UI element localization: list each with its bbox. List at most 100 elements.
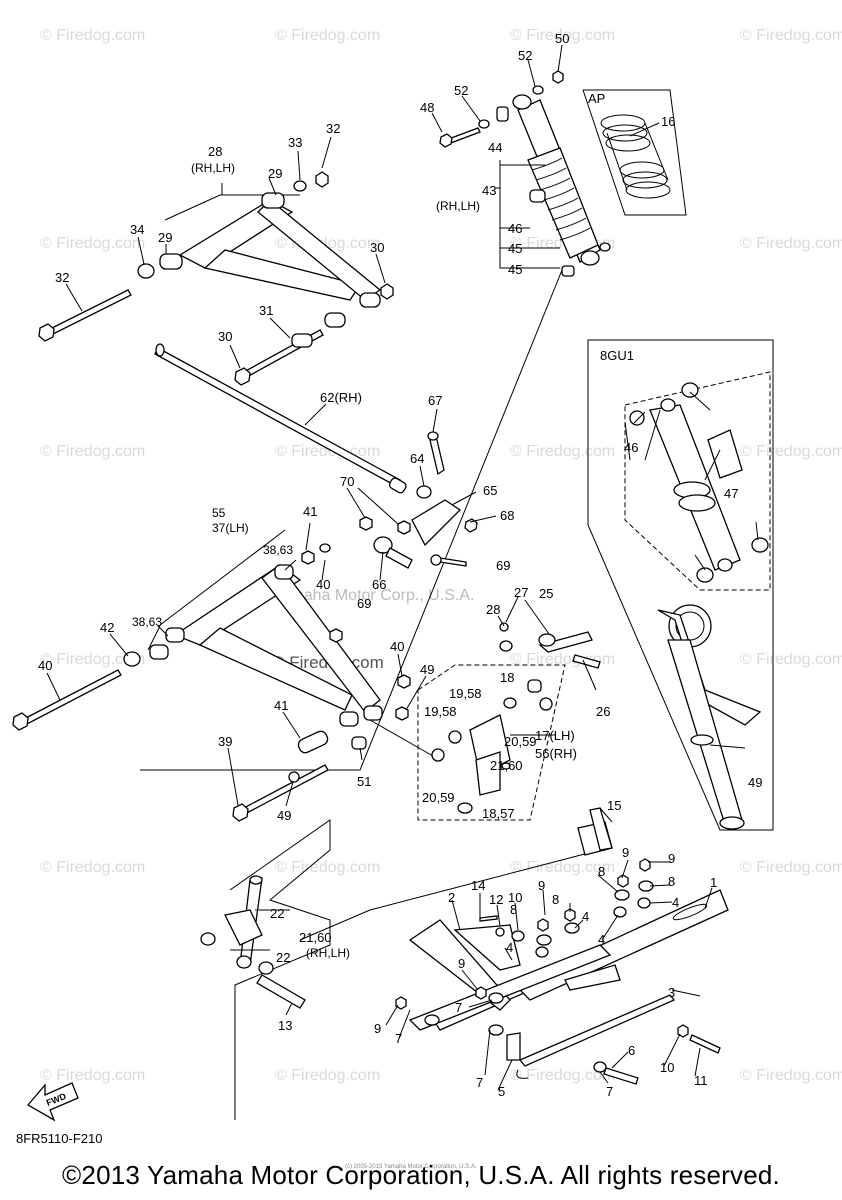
part-label: 4: [506, 940, 513, 955]
part-label: 21,60: [490, 758, 523, 773]
watermark: © Firedog.com: [510, 859, 615, 876]
leader-lines: [46, 44, 759, 1091]
part-label: 30: [218, 329, 232, 344]
spindle-group: [417, 622, 601, 821]
watermark: © Firedog.com: [740, 651, 842, 668]
part-label: 8: [668, 874, 675, 889]
8gu1-box: 8GU1: [587, 339, 774, 831]
part-labels: 50 52 52 48 44 43 (RH,LH) 46 45 45 16 28…: [38, 31, 762, 1099]
rear-axle-rod: [154, 343, 478, 569]
part-label: 20,59: [422, 790, 455, 805]
part-label: 34: [130, 222, 144, 237]
part-label: 30: [370, 240, 384, 255]
part-label: 70: [340, 474, 354, 489]
part-label: 17(LH): [535, 728, 575, 743]
part-label: 15: [607, 798, 621, 813]
watermark: © Firedog.com: [40, 443, 145, 460]
part-label: 39: [218, 734, 232, 749]
part-label: 9: [458, 956, 465, 971]
part-label: 3: [668, 985, 675, 1000]
part-label: 6: [628, 1043, 635, 1058]
ap-spring-box: AP: [582, 89, 687, 216]
part-label: 18: [500, 670, 514, 685]
part-label: 20,59: [504, 734, 537, 749]
part-label: 10: [508, 890, 522, 905]
box-label-8gu1: 8GU1: [600, 348, 634, 363]
part-label: 28: [208, 144, 222, 159]
part-label: 65: [483, 483, 497, 498]
part-label: 42: [100, 620, 114, 635]
part-label: 8: [598, 864, 605, 879]
part-label: 29: [158, 230, 172, 245]
part-label: 19,58: [424, 704, 457, 719]
part-label: 12: [489, 892, 503, 907]
fwd-arrow-icon: FWD: [26, 1082, 79, 1122]
steering-column: [200, 819, 601, 1120]
watermark: © Firedog.com: [275, 859, 380, 876]
part-label: 46: [508, 221, 522, 236]
tiny-credit: (c) 2005-2015 Yamaha Motor Corporation, …: [345, 1164, 477, 1170]
watermark: © Firedog.com: [510, 27, 615, 44]
part-label: 49: [748, 775, 762, 790]
part-label: 27: [514, 585, 528, 600]
part-label: 49: [420, 662, 434, 677]
part-label: 7: [476, 1075, 483, 1090]
part-label: 40: [38, 658, 52, 673]
part-label: 11: [694, 1073, 708, 1088]
diagram-code: 8FR5110-F210: [16, 1131, 103, 1146]
part-label: 9: [668, 851, 675, 866]
part-label: 16: [661, 114, 675, 129]
part-label: 49: [277, 808, 291, 823]
watermark: © Firedog.com: [275, 27, 380, 44]
part-label: 67: [428, 393, 442, 408]
part-label: 25: [539, 586, 553, 601]
part-label: 21,60: [299, 930, 332, 945]
watermark: © Firedog.com: [40, 235, 145, 252]
part-label: 62(RH): [320, 390, 362, 405]
part-label: 8: [552, 892, 559, 907]
part-label: 29: [268, 166, 282, 181]
part-label: 38,63: [132, 615, 162, 629]
part-label: 9: [374, 1021, 381, 1036]
part-label: 8: [510, 902, 517, 917]
part-label: 43: [482, 183, 496, 198]
part-label: 5: [498, 1084, 505, 1099]
lower-a-arm: [12, 529, 441, 822]
part-label: 4: [672, 895, 679, 910]
part-label: 19,58: [449, 686, 482, 701]
part-label: 46: [624, 440, 638, 455]
part-label: 69: [496, 558, 510, 573]
box-label-ap: AP: [588, 91, 605, 106]
part-label: 32: [55, 270, 69, 285]
part-label: 44: [488, 140, 502, 155]
part-label: 51: [357, 774, 371, 789]
part-label: 26: [596, 704, 610, 719]
part-label: 7: [455, 1000, 462, 1015]
part-label: 22: [270, 906, 284, 921]
part-label: 52: [454, 83, 468, 98]
watermark: © Firedog.com: [740, 27, 842, 44]
part-label: 2: [448, 890, 455, 905]
watermark: © Firedog.com: [510, 443, 615, 460]
part-label: 41: [303, 504, 317, 519]
part-label: 41: [274, 698, 288, 713]
part-label: 1: [710, 875, 717, 890]
watermark: © Firedog.com: [740, 443, 842, 460]
part-label: 45: [508, 241, 522, 256]
part-label: 64: [410, 451, 424, 466]
part-label: 56(RH): [535, 746, 577, 761]
part-label: 9: [538, 878, 545, 893]
rear-shock: [140, 70, 611, 771]
part-label: (RH,LH): [306, 946, 350, 960]
part-label: 28: [486, 602, 500, 617]
watermark-center: Yamaha Motor Corp., U.S.A.: [272, 587, 474, 604]
part-label: 55: [212, 506, 226, 520]
part-label: 69: [357, 596, 371, 611]
part-label: 68: [500, 508, 514, 523]
watermark: © Firedog.com: [510, 1067, 615, 1084]
part-label: 31: [259, 303, 273, 318]
part-label: (RH,LH): [436, 199, 480, 213]
watermark: © Firedog.com: [275, 1067, 380, 1084]
copyright-notice: ©2013 Yamaha Motor Corporation, U.S.A. A…: [62, 1160, 780, 1190]
part-label: 33: [288, 135, 302, 150]
